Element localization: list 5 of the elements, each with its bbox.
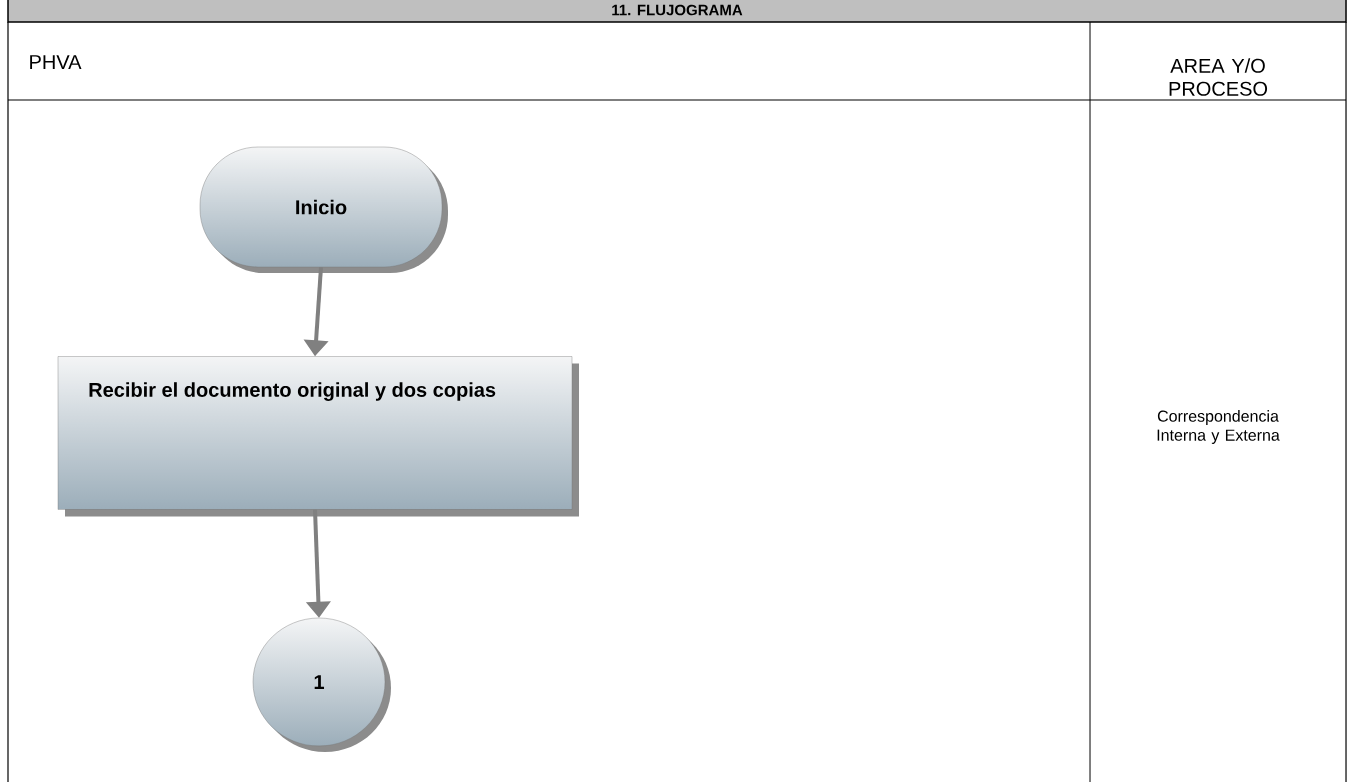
- column-header: PHVA: [30, 55, 82, 69]
- column-header: AREA Y/O PROCESO: [1169, 58, 1268, 96]
- area-text: Correspondencia Interna y Externa: [1157, 410, 1280, 444]
- title-band: 11. FLUJOGRAMA: [7, 0, 1347, 23]
- process-box: Recibir el documento original y dos copias: [57, 356, 579, 517]
